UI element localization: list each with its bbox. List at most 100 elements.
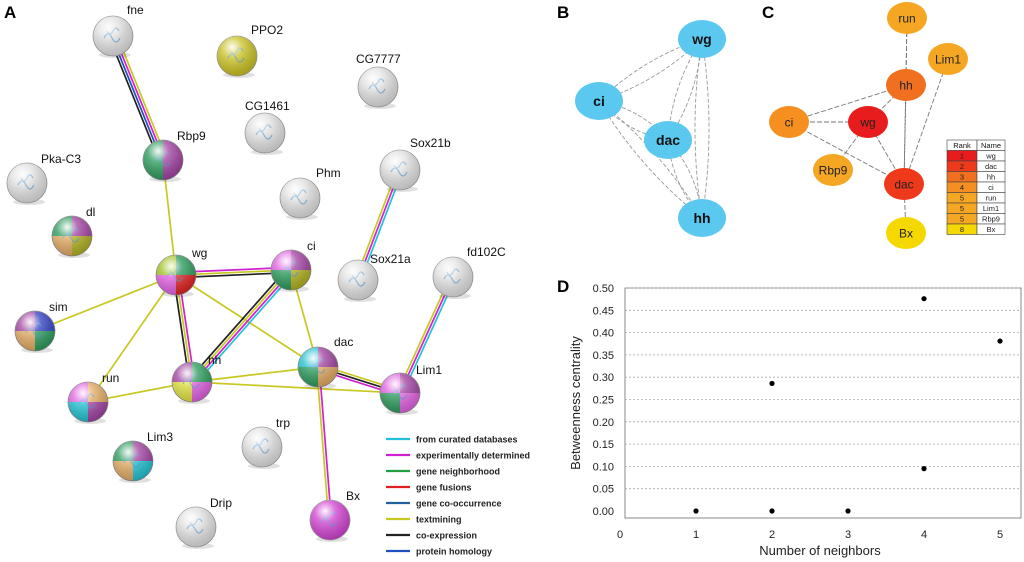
node-gloss	[68, 382, 108, 422]
node-label: dl	[86, 205, 95, 219]
node-hh: hh	[886, 69, 926, 101]
legend-item: experimentally determined	[386, 451, 530, 461]
node-gloss	[52, 216, 92, 256]
node-wg: wg	[678, 20, 726, 58]
node-gloss	[156, 255, 196, 295]
legend-label: protein homology	[416, 547, 492, 557]
node-gloss	[217, 36, 257, 76]
rank-text: 1	[960, 152, 964, 161]
node-Bx: Bx	[309, 489, 360, 542]
y-tick-label: 0.20	[593, 417, 614, 429]
edge-ci-dac	[788, 121, 905, 185]
table-header-text: Name	[981, 141, 1001, 150]
node-ci: ci	[769, 106, 809, 138]
plot-area	[624, 287, 1022, 519]
node-ellipse	[887, 2, 927, 34]
node-fne: fne	[92, 3, 144, 58]
edge-ci-hh-experimental	[192, 270, 293, 384]
node-gloss	[113, 441, 153, 481]
scatter-point	[921, 466, 927, 472]
y-tick-label: 0.25	[593, 395, 614, 407]
node-label: dac	[894, 178, 913, 192]
node-label: ci	[307, 239, 316, 253]
legend-item: protein homology	[386, 547, 492, 557]
node-label: Sox21a	[370, 252, 411, 266]
legend-item: gene fusions	[386, 483, 472, 493]
node-label: CG1461	[245, 99, 290, 113]
legend-item: co-expression	[386, 531, 477, 541]
node-CG7777: CG7777	[356, 52, 401, 109]
node-Rbp9: Rbp9	[142, 129, 206, 182]
panel-label-a: A	[4, 3, 16, 22]
node-Lim1: Lim1	[379, 363, 442, 415]
node-gloss	[338, 260, 378, 300]
scatter-point	[769, 380, 775, 387]
node-label: Bx	[899, 227, 913, 241]
node-ellipse	[678, 199, 726, 237]
node-label: Lim3	[147, 430, 173, 444]
node-label: hh	[899, 79, 912, 93]
x-axis-label: Number of neighbors	[759, 543, 881, 558]
scatter-point	[997, 338, 1003, 344]
node-gloss	[271, 250, 311, 290]
edge-hh-Lim1-textmining	[191, 381, 401, 394]
node-wg: wg	[848, 106, 888, 138]
edge-wg-hh	[701, 38, 710, 219]
node-Rbp9: Rbp9	[813, 154, 853, 186]
edge-fd102C-Lim1-textmining	[396, 275, 452, 393]
node-CG1461: CG1461	[244, 99, 290, 155]
table-row: 5 Rbp9	[946, 213, 1006, 225]
node-label: fd102C	[467, 245, 506, 259]
name-text: Rbp9	[982, 215, 1000, 224]
node-label: Rbp9	[177, 129, 206, 143]
legend-label: from curated databases	[416, 435, 518, 445]
node-label: Sox21b	[410, 136, 451, 150]
node-label: wg	[191, 246, 207, 260]
name-text: dac	[985, 162, 997, 171]
node-gloss	[176, 507, 216, 547]
node-label: Phm	[316, 166, 341, 180]
x-tick-label: 4	[921, 529, 927, 541]
legend-label: gene fusions	[416, 483, 472, 493]
node-ellipse	[928, 43, 968, 75]
node-label: wg	[691, 31, 711, 47]
node-gloss	[93, 16, 133, 56]
node-label: dac	[334, 335, 353, 349]
name-cell	[976, 223, 1006, 235]
node-label: run	[898, 12, 915, 26]
node-gloss	[7, 163, 47, 203]
node-ellipse	[886, 69, 926, 101]
x-tick-label: 5	[997, 529, 1003, 541]
node-wg: wg	[155, 246, 207, 297]
node-gloss	[380, 373, 420, 413]
node-gloss	[298, 347, 338, 387]
name-text: ci	[988, 183, 994, 192]
y-tick-label: 0.45	[593, 305, 614, 317]
node-gloss	[143, 140, 183, 180]
node-Phm: Phm	[279, 166, 341, 220]
node-label: wg	[859, 116, 875, 130]
node-label: Lim1	[416, 363, 442, 377]
x-tick-label: 1	[693, 529, 699, 541]
node-dac: dac	[297, 335, 353, 389]
node-ellipse	[848, 106, 888, 138]
node-label: fne	[127, 3, 144, 17]
node-label: hh	[693, 210, 710, 226]
edge-hh-dac	[903, 84, 907, 185]
rank-text: 5	[960, 215, 964, 224]
panel-a-nodes: fnePPO2CG7777CG1461Rbp9Pka-C3Sox21bPhmdl…	[6, 3, 506, 549]
node-label: Rbp9	[819, 164, 848, 178]
node-label: run	[102, 371, 119, 385]
node-label: sim	[49, 300, 68, 314]
x-tick-label: 0	[617, 529, 623, 541]
node-gloss	[310, 500, 350, 540]
node-Lim1: Lim1	[928, 43, 968, 75]
node-gloss	[242, 427, 282, 467]
